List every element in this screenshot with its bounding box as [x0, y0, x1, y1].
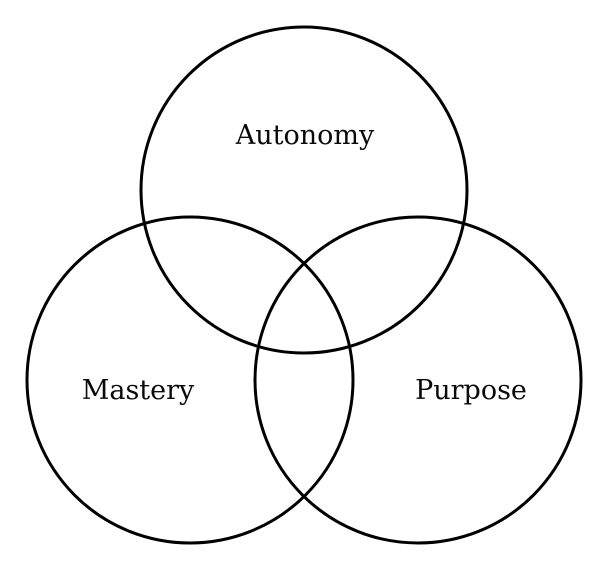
circle-autonomy — [139, 25, 469, 355]
label-mastery: Mastery — [82, 375, 195, 406]
circle-purpose — [253, 215, 583, 545]
label-autonomy: Autonomy — [235, 120, 375, 151]
label-purpose: Purpose — [415, 375, 527, 406]
circle-mastery — [25, 215, 355, 545]
